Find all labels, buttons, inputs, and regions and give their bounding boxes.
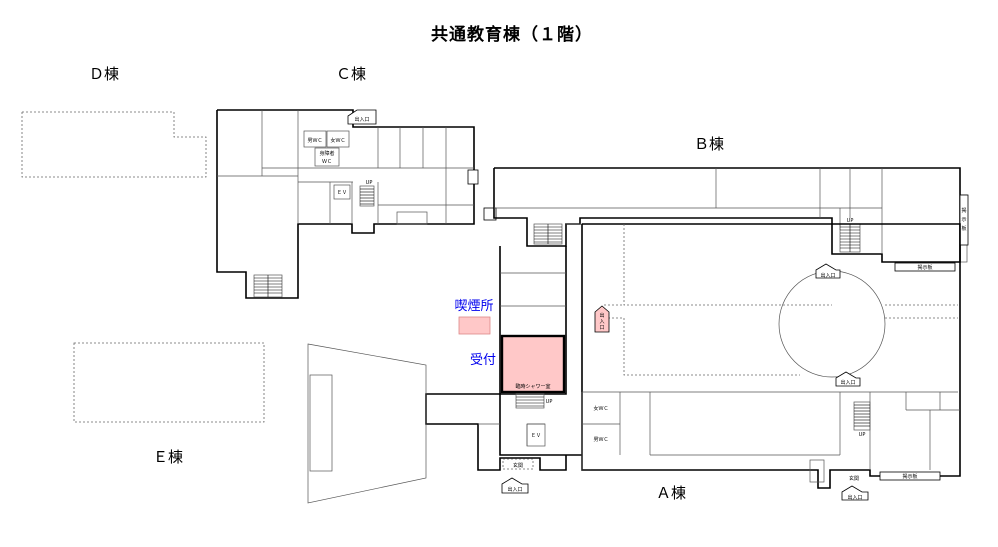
smoking-area [458,316,491,335]
svg-text:出: 出 [599,312,604,319]
entrance-c: 出入口 [347,109,377,125]
genkan-main: 玄関 [502,458,534,470]
wc-women-label-c: 女ＷＣ [330,137,345,144]
svg-text:玄関: 玄関 [513,462,523,469]
svg-text:出入口: 出入口 [840,379,855,386]
entrance-a-main: 出入口 [501,477,529,494]
wc-men-label-a: 男ＷＣ [593,437,608,443]
wc-women-label-a: 女ＷＣ [593,405,608,412]
building-label-a: Ａ棟 [656,484,686,502]
building-c-plan [216,109,475,299]
svg-text:出入口: 出入口 [820,272,835,279]
map-title: 共通教育棟（１階） [431,24,593,45]
svg-text:掲: 掲 [961,207,966,214]
entrance-a-courtyard: 出入口 [835,371,861,387]
entrance-b-courtyard: 出入口 [815,263,841,279]
entrance-a-west: 出 入 口 [594,305,610,333]
ev-label-a: ＥＶ [531,433,541,439]
wc-men-label-c: 男ＷＣ [307,138,322,144]
reception-label: 受付 [470,353,496,368]
building-b-plan [493,167,969,272]
svg-text:板: 板 [961,225,966,232]
door-marker-c-2 [483,207,497,221]
up-label-c: UP [366,180,373,186]
building-e-outline [73,342,265,423]
up-label-a-left: UP [546,399,553,405]
svg-text:入: 入 [599,319,604,325]
genkan-label-a-right: 玄関 [849,475,859,482]
svg-text:出入口: 出入口 [354,116,369,123]
building-label-b: Ｂ棟 [694,135,724,153]
ev-label-c: ＥＶ [337,190,347,196]
building-label-d: Ｄ棟 [89,65,119,83]
lecture-hall [307,343,427,504]
door-marker-c-1 [467,169,479,185]
svg-text:口: 口 [599,325,604,331]
shower-room-label: 臨時シャワー室 [515,383,550,390]
wc-disabled-label-c-2: ＷＣ [322,159,332,165]
svg-text:示: 示 [961,217,966,223]
entrance-a-right: 出入口 [841,485,869,501]
board-label-a: 掲示板 [902,473,917,480]
up-label-b: UP [847,218,854,224]
building-d-outline [21,111,207,178]
svg-text:出入口: 出入口 [847,494,862,501]
smoking-area-label: 喫煙所 [454,299,493,314]
up-label-a-right: UP [859,432,866,438]
svg-text:出入口: 出入口 [507,486,522,493]
board-vertical-label-b: 掲 示 板 [961,207,966,232]
reception-shower-room [500,334,566,394]
building-label-e: Ｅ棟 [153,448,183,466]
board-label-b: 掲示板 [917,264,932,271]
building-label-c: Ｃ棟 [336,65,366,83]
wc-disabled-label-c: 身障者 [319,150,334,157]
